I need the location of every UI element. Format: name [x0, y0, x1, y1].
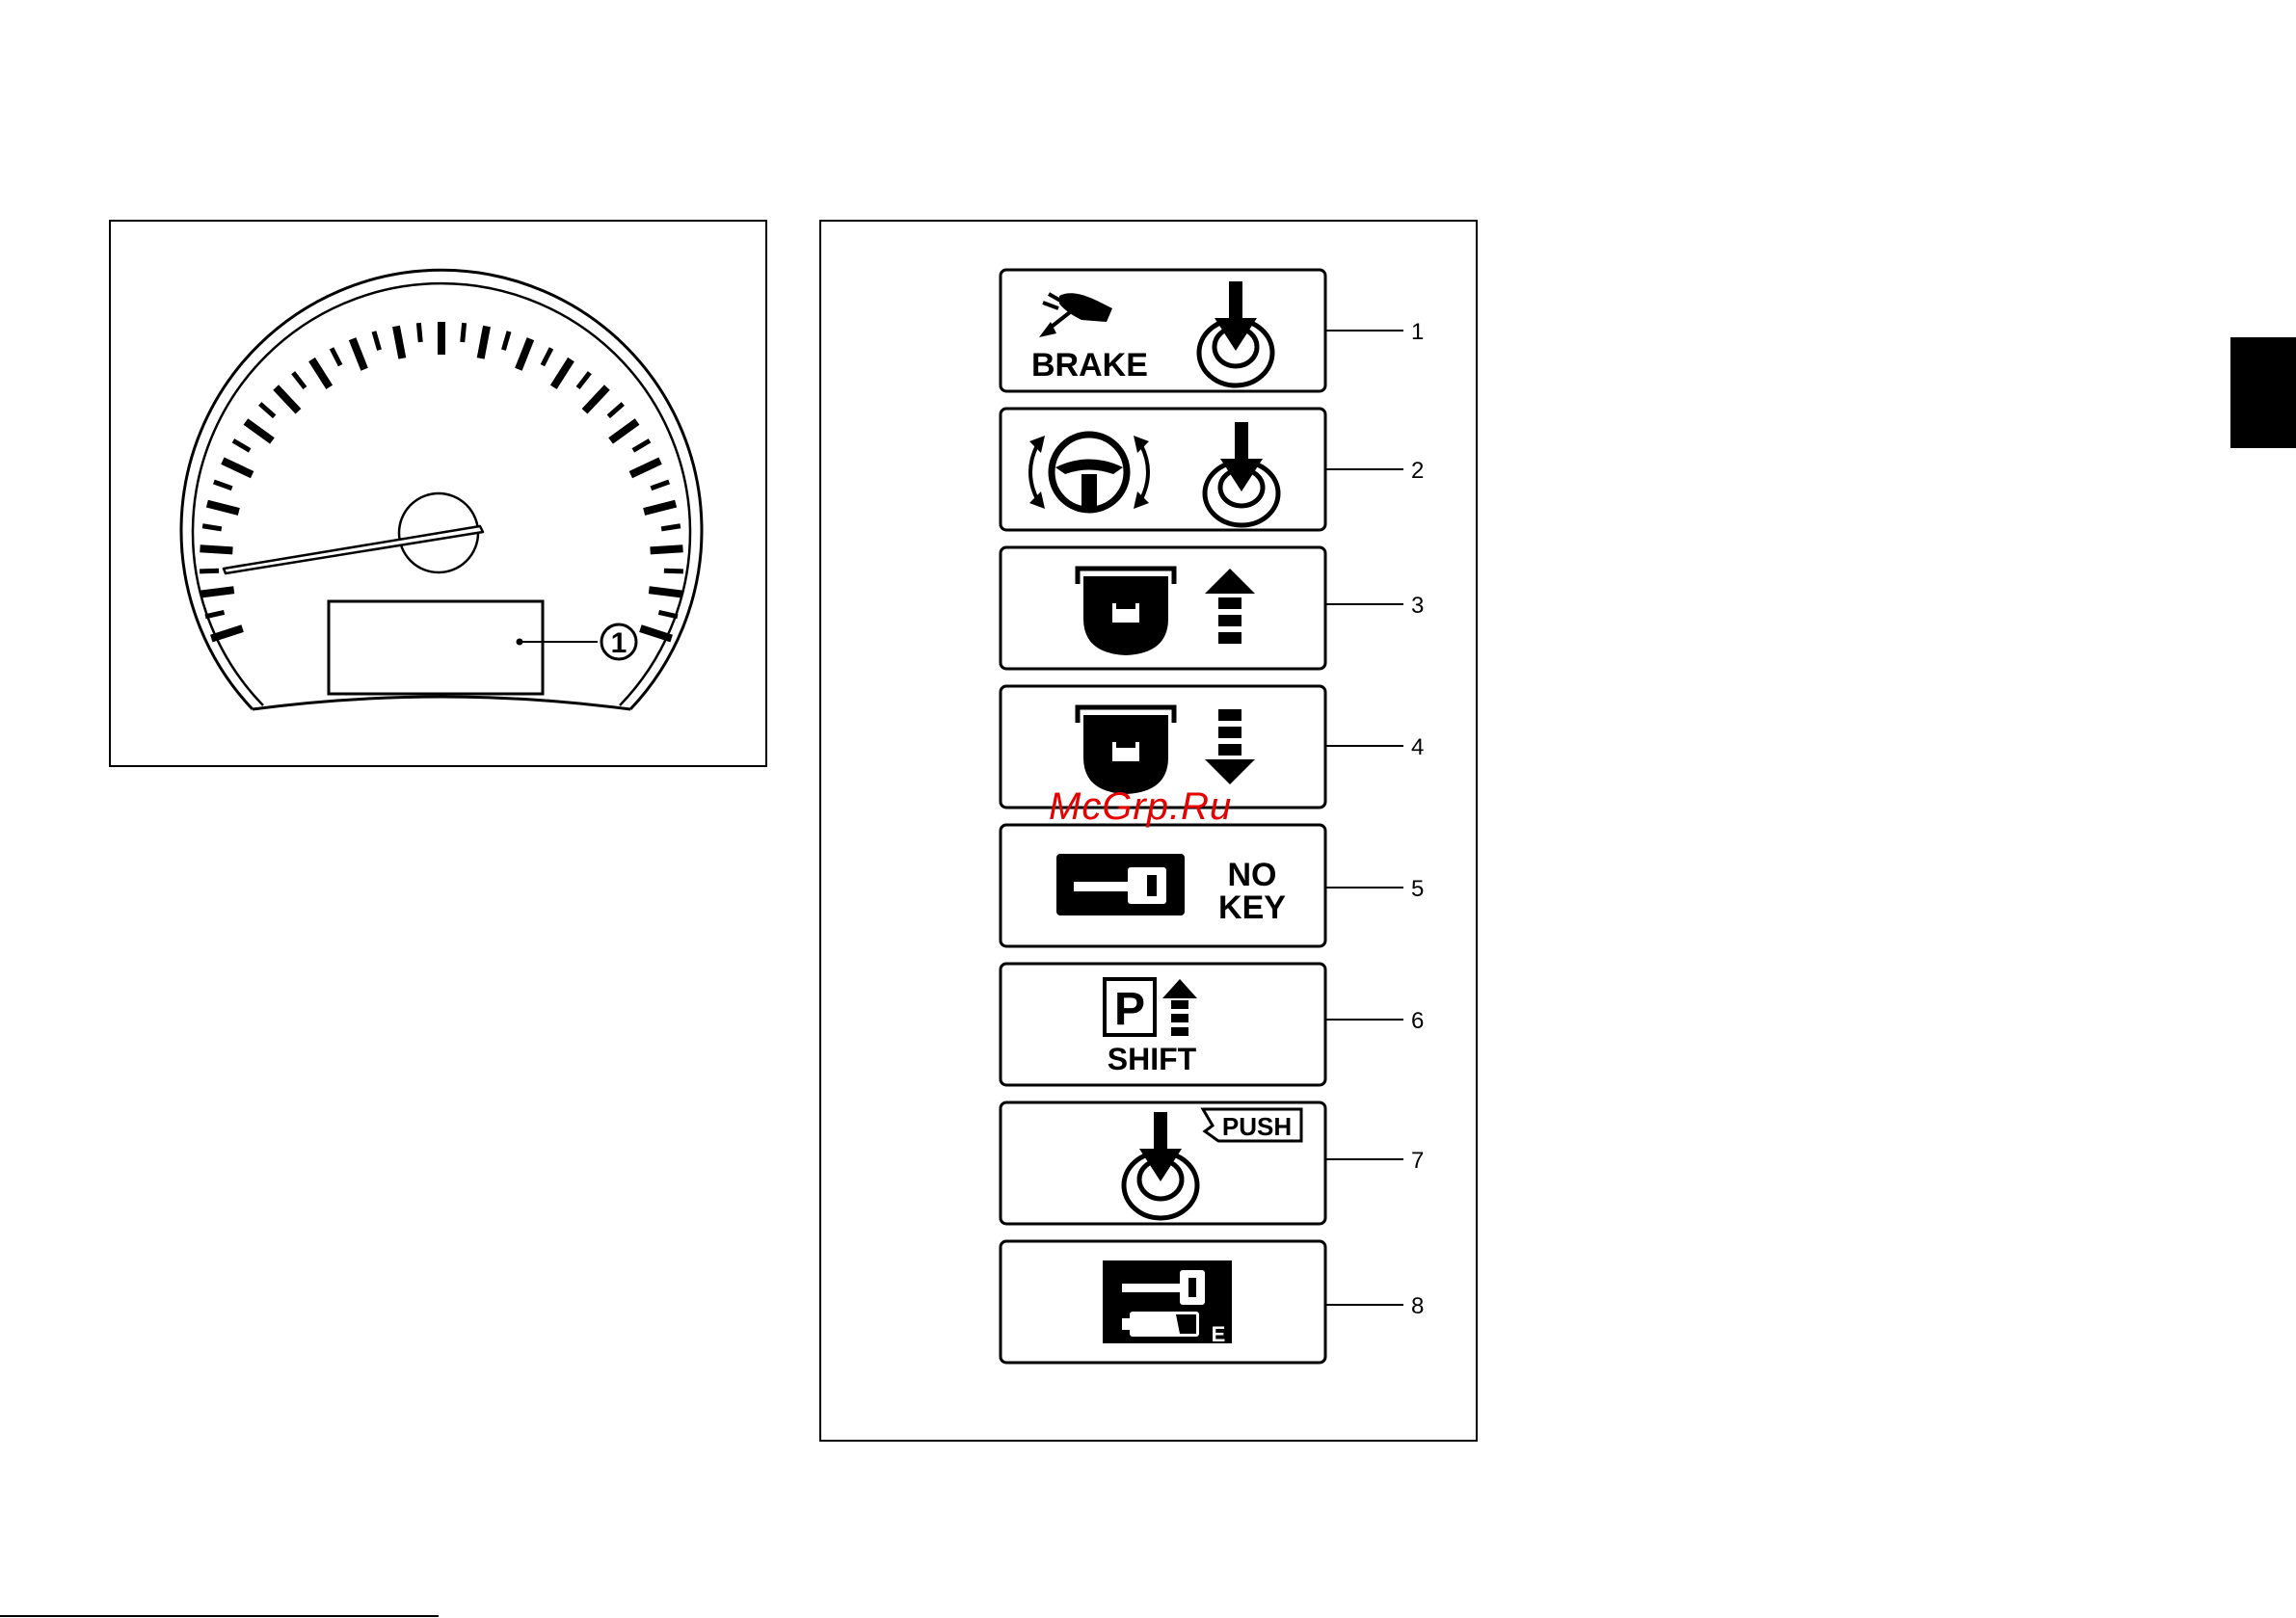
- gauge-tick: [201, 590, 234, 594]
- gauge-tick: [293, 373, 305, 388]
- gauge-tick: [661, 526, 681, 529]
- speedometer-illustration: 1: [111, 222, 765, 765]
- indicator-5-number: 5: [1411, 876, 1424, 902]
- gauge-tick: [630, 461, 660, 474]
- indicator-6-number: 6: [1411, 1008, 1424, 1034]
- speedometer-figure: 1: [109, 220, 767, 767]
- indicator-row-1: BRAKE 1: [1001, 270, 1424, 391]
- gauge-tick: [578, 373, 590, 388]
- watermark: McGrp.Ru: [1049, 785, 1232, 829]
- gauge-tick: [418, 323, 420, 342]
- key-label: KEY: [1218, 889, 1286, 926]
- gauge-tick: [205, 612, 225, 616]
- key-icon: [1056, 854, 1185, 915]
- indicator-row-2: 2: [1001, 409, 1424, 530]
- gauge-tick: [202, 526, 222, 529]
- gauge-tick: [543, 348, 551, 365]
- indicator-row-3: 3: [1001, 547, 1424, 669]
- gauge-tick: [644, 504, 676, 512]
- park-letter: P: [1114, 984, 1145, 1035]
- indicator-row-7: PUSH 7: [1001, 1102, 1424, 1224]
- gauge-tick: [463, 323, 465, 342]
- indicator-row-5: NO KEY 5: [1001, 825, 1424, 946]
- gauge-tick: [223, 461, 253, 474]
- gauge-tick: [553, 359, 571, 387]
- gauge-tick: [233, 440, 250, 450]
- gauge-tick: [353, 339, 365, 370]
- indicator-4-number: 4: [1411, 734, 1424, 760]
- indicator-2-number: 2: [1411, 458, 1424, 484]
- information-display: [329, 601, 543, 694]
- gauge-tick: [481, 326, 487, 358]
- indicator-list-figure: BRAKE 1: [819, 220, 1478, 1442]
- gauge-tick: [503, 332, 509, 350]
- brake-label: BRAKE: [1031, 347, 1148, 384]
- indicator-row-8: E 8: [1001, 1241, 1424, 1363]
- indicator-1-number: 1: [1411, 319, 1424, 345]
- push-label: PUSH: [1222, 1112, 1292, 1141]
- empty-letter: E: [1212, 1322, 1226, 1346]
- gauge-tick: [200, 548, 232, 550]
- no-label: NO: [1228, 857, 1277, 893]
- indicator-3-number: 3: [1411, 593, 1424, 619]
- gauge-tick: [276, 387, 298, 411]
- footer-rule: [0, 1615, 439, 1617]
- gauge-tick: [664, 570, 683, 571]
- gauge-tick: [651, 482, 669, 489]
- gauge-tick: [608, 404, 623, 416]
- gauge-tick: [260, 404, 275, 416]
- gauge-ticks: [200, 322, 683, 639]
- gauge-tick: [649, 590, 681, 594]
- key-fob-slot-icon: [1078, 707, 1174, 794]
- gauge-tick: [200, 570, 219, 571]
- gauge-tick: [640, 628, 671, 639]
- gauge-tick: [585, 387, 607, 411]
- gauge-tick: [651, 548, 683, 550]
- section-tab: [2230, 337, 2296, 448]
- gauge-tick: [611, 421, 638, 440]
- gauge-tick: [207, 504, 239, 512]
- gauge-base-line: [253, 697, 630, 709]
- indicator-illustration: BRAKE 1: [821, 222, 1476, 1440]
- key-fob-slot-icon: [1078, 569, 1174, 655]
- gauge-tick: [211, 628, 242, 639]
- gauge-tick: [658, 612, 678, 616]
- gauge-tick: [312, 359, 330, 387]
- gauge-tick: [374, 332, 380, 350]
- gauge-tick: [633, 440, 650, 450]
- indicator-8-number: 8: [1411, 1293, 1424, 1319]
- gauge-tick: [519, 339, 531, 370]
- gauge-tick: [246, 421, 273, 440]
- indicator-7-number: 7: [1411, 1148, 1424, 1174]
- indicator-row-6: P SHIFT 6: [1001, 964, 1424, 1085]
- callout-number: 1: [611, 627, 627, 659]
- gauge-tick: [396, 326, 402, 358]
- gauge-tick: [332, 348, 340, 365]
- shift-label: SHIFT: [1108, 1042, 1197, 1076]
- gauge-tick: [214, 482, 232, 489]
